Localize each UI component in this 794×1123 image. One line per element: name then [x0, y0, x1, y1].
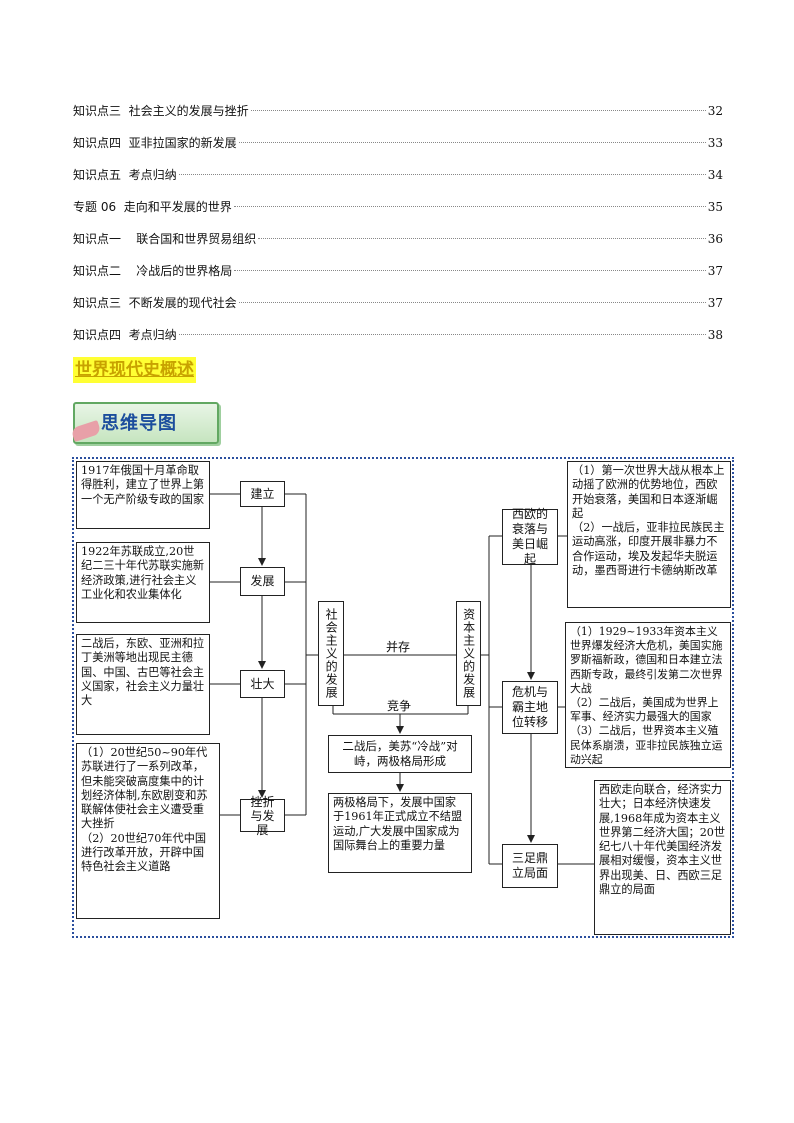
- stage-growth: 壮大: [240, 670, 285, 698]
- capitalism-label: 资本主义的发展: [461, 608, 475, 699]
- section-title: 世界现代史概述: [73, 357, 196, 383]
- toc-entry[interactable]: 知识点四 考点归纳 38: [73, 322, 723, 354]
- stage-crisis: 危机与霸主地位转移: [502, 681, 558, 734]
- capitalism-node: 资本主义的发展: [456, 601, 481, 706]
- ribbon-icon: [71, 420, 102, 442]
- mindmap-badge: 思维导图: [73, 402, 219, 444]
- toc-entry-label: 知识点四 亚非拉国家的新发展: [73, 130, 237, 156]
- toc-leader: [234, 206, 706, 207]
- note-tripolar: 西欧走向联合，经济实力壮大；日本经济快速发展,1968年成为资本主义世界第二经济…: [594, 780, 731, 935]
- toc-entry-page: 32: [708, 98, 723, 124]
- toc-entry-page: 36: [708, 226, 723, 252]
- toc-entry-page: 38: [708, 322, 723, 348]
- stage-setbacks: 挫折与发展: [240, 799, 285, 832]
- toc-entry[interactable]: 知识点三 不断发展的现代社会 37: [73, 290, 723, 322]
- toc-entry[interactable]: 知识点三 社会主义的发展与挫折 32: [73, 98, 723, 130]
- note-founding: 1917年俄国十月革命取得胜利，建立了世界上第一个无产阶级专政的国家: [76, 461, 210, 529]
- toc-entry[interactable]: 知识点二 冷战后的世界格局 37: [73, 258, 723, 290]
- nonaligned-box: 两极格局下，发展中国家于1961年正式成立不结盟运动,广大发展中国家成为国际舞台…: [328, 793, 472, 873]
- socialism-label: 社会主义的发展: [324, 608, 338, 699]
- toc-entry-label: 知识点三 社会主义的发展与挫折: [73, 98, 249, 124]
- toc-entry-label: 知识点一 联合国和世界贸易组织: [73, 226, 256, 252]
- compete-label: 竞争: [387, 697, 411, 714]
- toc-leader: [251, 110, 706, 111]
- toc-leader: [179, 174, 706, 175]
- note-crisis: （1）1929~1933年资本主义世界爆发经济大危机，美国实施罗斯福新政，德国和…: [565, 622, 731, 768]
- toc-entry-label: 知识点五 考点归纳: [73, 162, 177, 188]
- note-development: 1922年苏联成立,20世纪二三十年代苏联实施新经济政策,进行社会主义工业化和农…: [76, 542, 210, 623]
- note-setbacks: （1）20世纪50~90年代苏联进行了一系列改革，但未能突破高度集中的计划经济体…: [76, 743, 220, 919]
- note-west-decline: （1）第一次世界大战从根本上动摇了欧洲的优势地位，西欧开始衰落，美国和日本逐渐崛…: [567, 461, 731, 608]
- toc-entry-page: 34: [708, 162, 723, 188]
- table-of-contents: 知识点三 社会主义的发展与挫折 32 知识点四 亚非拉国家的新发展 33 知识点五 …: [73, 98, 723, 354]
- coexist-label: 并存: [386, 638, 410, 655]
- toc-entry[interactable]: 知识点五 考点归纳 34: [73, 162, 723, 194]
- toc-entry-page: 37: [708, 290, 723, 316]
- stage-tripolar: 三足鼎立局面: [502, 844, 558, 888]
- coldwar-box: 二战后，美苏“冷战”对峙，两极格局形成: [328, 735, 472, 773]
- socialism-node: 社会主义的发展: [318, 601, 344, 706]
- toc-leader: [239, 142, 706, 143]
- mindmap-badge-label: 思维导图: [101, 409, 177, 435]
- stage-development: 发展: [240, 567, 285, 596]
- toc-entry-label: 专题 06 走向和平发展的世界: [73, 194, 232, 220]
- toc-leader: [234, 270, 705, 271]
- note-growth: 二战后，东欧、亚洲和拉丁美洲等地出现民主德国、中国、古巴等社会主义国家，社会主义…: [76, 634, 210, 735]
- toc-entry[interactable]: 知识点一 联合国和世界贸易组织 36: [73, 226, 723, 258]
- toc-entry[interactable]: 知识点四 亚非拉国家的新发展 33: [73, 130, 723, 162]
- toc-entry-label: 知识点四 考点归纳: [73, 322, 177, 348]
- toc-entry[interactable]: 专题 06 走向和平发展的世界 35: [73, 194, 723, 226]
- stage-west-decline: 西欧的衰落与美日崛起: [502, 509, 558, 565]
- toc-leader: [258, 238, 705, 239]
- toc-entry-label: 知识点三 不断发展的现代社会: [73, 290, 237, 316]
- toc-entry-page: 35: [708, 194, 723, 220]
- toc-entry-page: 37: [708, 258, 723, 284]
- toc-entry-label: 知识点二 冷战后的世界格局: [73, 258, 232, 284]
- stage-founding: 建立: [240, 481, 285, 507]
- toc-leader: [179, 334, 706, 335]
- toc-entry-page: 33: [708, 130, 723, 156]
- toc-leader: [239, 302, 706, 303]
